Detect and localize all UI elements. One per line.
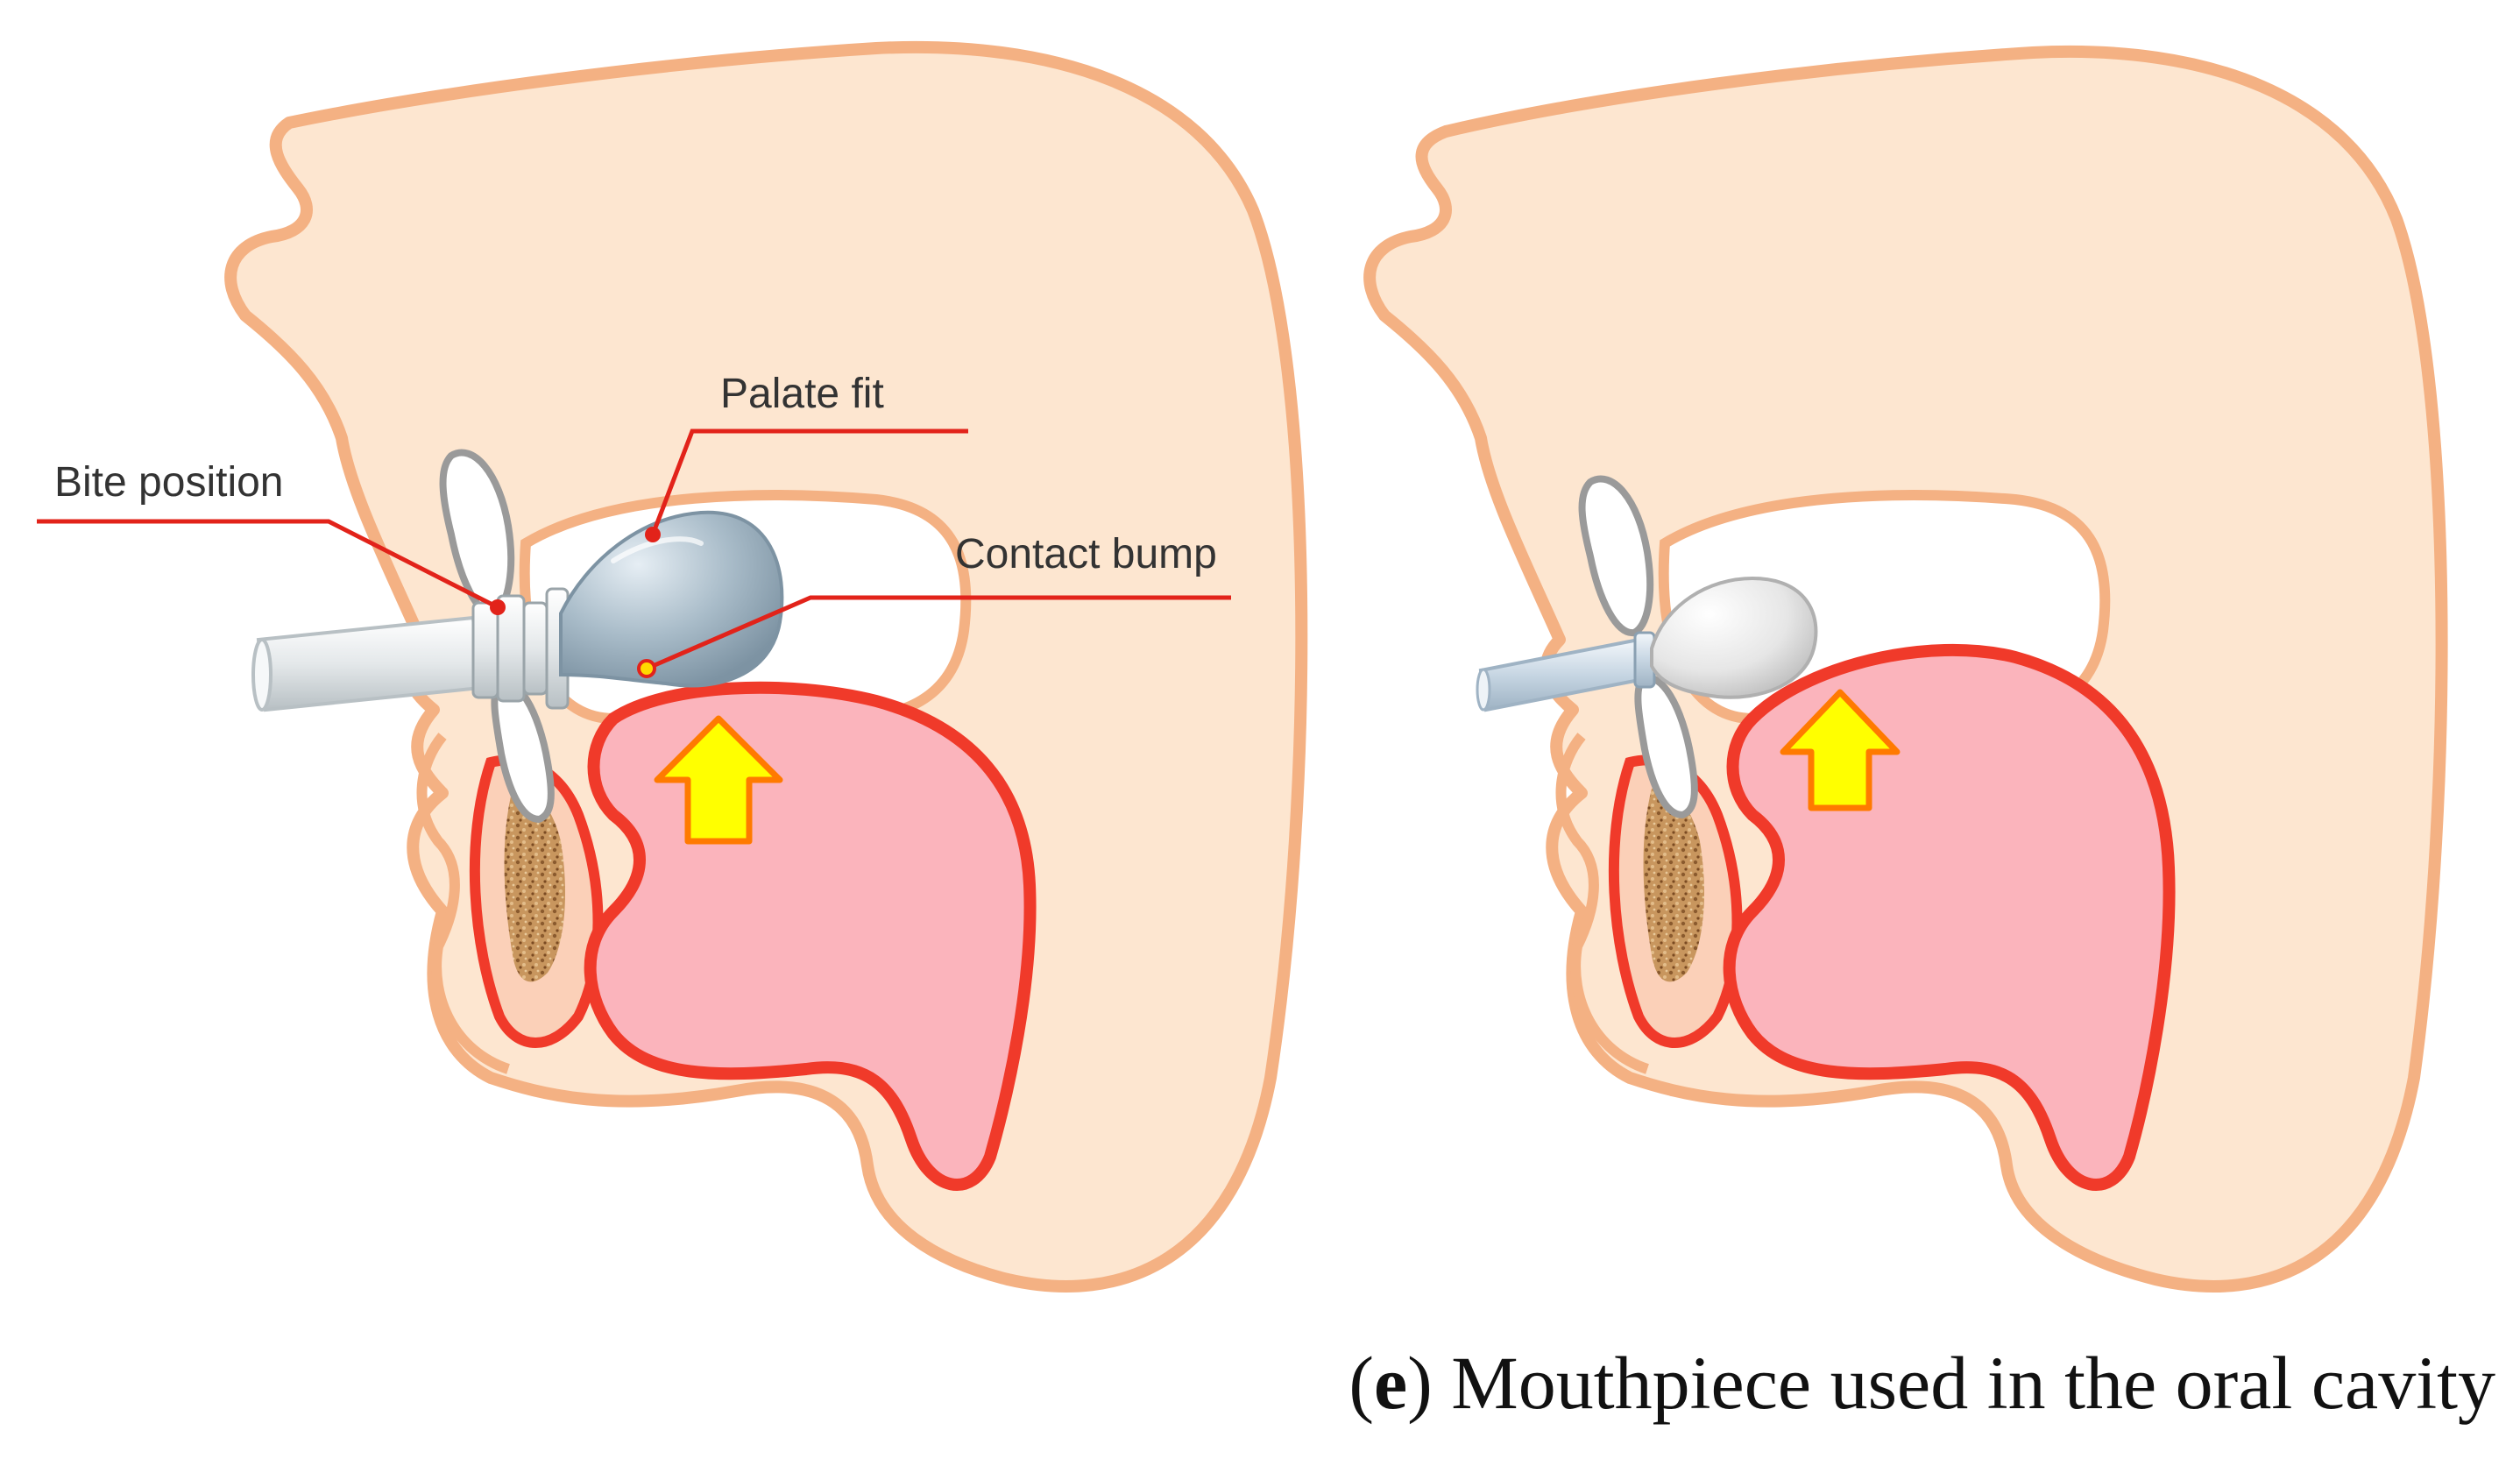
caption-letter: e	[1373, 1341, 1408, 1425]
right-upward-arrow	[1780, 689, 1901, 811]
left-head-diagram: Palate fit Bite position Contact bump	[37, 40, 1308, 1293]
right-upper-tooth	[1578, 475, 1654, 637]
right-mouthpiece	[1476, 576, 1818, 712]
left-chin-area	[416, 733, 511, 1074]
palate-fit-label: Palate fit	[720, 371, 884, 417]
left-lower-tooth	[491, 678, 555, 824]
caption-close-paren: )	[1407, 1341, 1433, 1425]
left-upward-arrow	[654, 715, 783, 845]
contact-bump-label: Contact bump	[955, 531, 1217, 577]
right-bone-texture	[1643, 788, 1704, 982]
right-lower-tooth	[1634, 674, 1698, 819]
palate-fit-dot	[645, 527, 661, 542]
contact-bump-dot	[637, 659, 656, 678]
right-head-diagram	[1363, 45, 2448, 1293]
left-bone-texture	[504, 788, 565, 982]
bite-position-dot	[490, 599, 506, 615]
contact-bump-leader	[646, 595, 1231, 671]
bite-position-label: Bite position	[54, 459, 284, 506]
palate-fit-leader	[650, 428, 968, 535]
right-palate-bulb	[1650, 576, 1818, 699]
left-leader-lines	[37, 428, 1231, 671]
right-chin-area	[1555, 733, 1650, 1074]
caption-text: Mouthpiece used in the oral cavity	[1432, 1341, 2495, 1425]
left-mouthpiece	[251, 510, 784, 712]
left-tongue	[584, 681, 1037, 1191]
bite-position-leader	[37, 519, 499, 610]
figure-caption: (e) Mouthpiece used in the oral cavity	[1348, 1345, 2495, 1420]
caption-open-paren: (	[1348, 1341, 1374, 1425]
